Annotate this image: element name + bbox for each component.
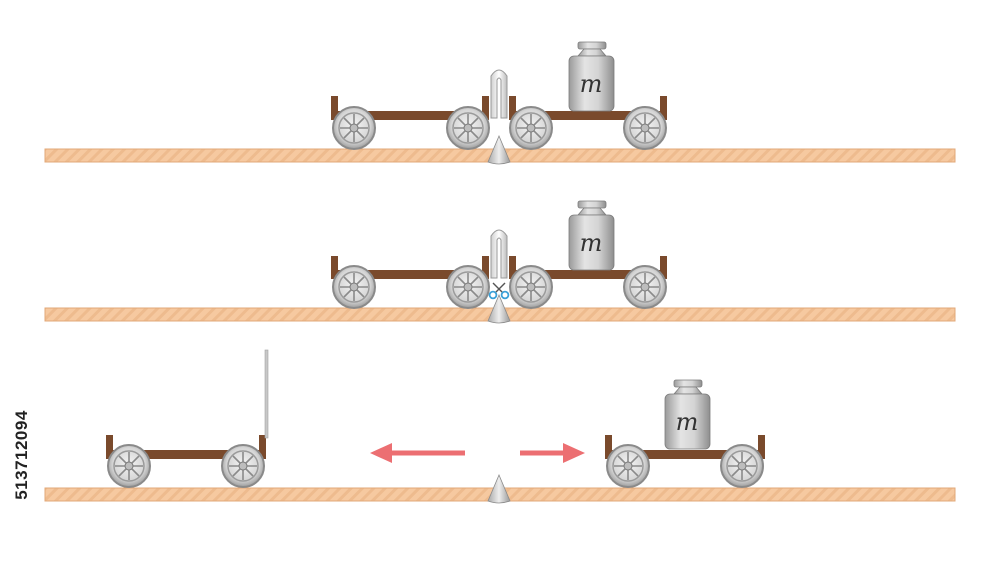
mass-label: m bbox=[580, 229, 603, 257]
wheel bbox=[446, 265, 490, 309]
fulcrum-cone bbox=[487, 293, 511, 324]
mass-weight: m bbox=[664, 379, 711, 450]
mass-label: m bbox=[676, 408, 699, 436]
wheel bbox=[107, 444, 151, 488]
wheel bbox=[623, 106, 667, 150]
left-cart bbox=[106, 435, 266, 459]
mass-weight: m bbox=[568, 200, 615, 271]
spring-leaf bbox=[264, 349, 269, 439]
scissors-icon bbox=[488, 282, 510, 300]
right-cart bbox=[509, 96, 667, 120]
panel-2-thread-cut: m bbox=[44, 200, 956, 324]
arrow-left-icon bbox=[370, 443, 465, 463]
wheel bbox=[446, 106, 490, 150]
image-id-label: 513712094 bbox=[10, 340, 34, 570]
panel-3-separating: m bbox=[44, 349, 956, 504]
wheel bbox=[623, 265, 667, 309]
image-id-text: 513712094 bbox=[12, 410, 31, 500]
wheel bbox=[606, 444, 650, 488]
wheel bbox=[332, 265, 376, 309]
wheel bbox=[221, 444, 265, 488]
left-cart bbox=[331, 96, 489, 120]
wheel bbox=[509, 106, 553, 150]
wheel bbox=[509, 265, 553, 309]
fulcrum-cone bbox=[487, 134, 511, 165]
fulcrum-cone bbox=[487, 473, 511, 504]
spring-leaf bbox=[490, 69, 508, 119]
wheel bbox=[332, 106, 376, 150]
left-cart bbox=[331, 256, 489, 279]
wheel bbox=[720, 444, 764, 488]
spring-leaf bbox=[490, 229, 508, 279]
right-cart bbox=[605, 435, 765, 459]
mass-label: m bbox=[580, 70, 603, 98]
panel-1-compressed: m bbox=[44, 41, 956, 165]
right-cart bbox=[509, 256, 667, 279]
mass-weight: m bbox=[568, 41, 615, 112]
arrow-right-icon bbox=[520, 443, 585, 463]
